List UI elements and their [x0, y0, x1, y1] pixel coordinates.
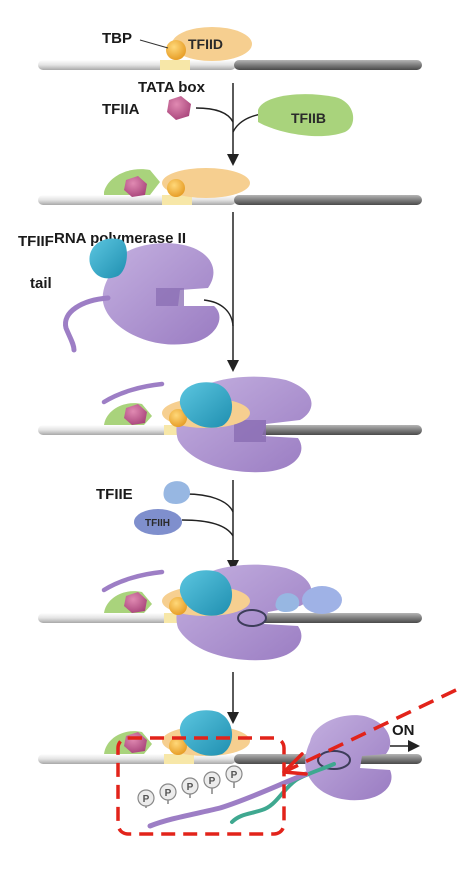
tfiie-shape — [163, 481, 191, 504]
phosphate-4: P — [203, 771, 221, 789]
highlight-arrowhead — [282, 752, 308, 776]
arrow-2 — [203, 212, 239, 372]
tbp-leader-line — [139, 39, 169, 49]
step-5-transcription-on — [38, 710, 422, 829]
arrow-3 — [181, 480, 239, 572]
tfiib-label: TFIIB — [291, 110, 326, 126]
tfiib-shape — [258, 94, 354, 137]
tfiie-label: TFIIE — [96, 486, 133, 503]
tbp-bound — [167, 179, 185, 197]
tfiia-bound — [124, 176, 147, 197]
tata-box-label: TATA box — [138, 79, 206, 96]
tfiid-label: TFIID — [188, 36, 223, 52]
tfiif-bound — [179, 382, 233, 428]
highlight-dashed-box — [116, 736, 286, 836]
rna-polymerase-ii-free — [102, 243, 220, 345]
dna-strand-1 — [38, 60, 422, 70]
step-4-complete-pic — [38, 564, 422, 661]
phosphorylated-tail — [147, 771, 309, 829]
tfiia-label: TFIIA — [102, 101, 140, 118]
phosphate-2: P — [159, 783, 177, 801]
svg-text:P: P — [143, 794, 150, 805]
pol-ctd-tail — [63, 295, 111, 353]
highlight-dashed-pointer — [287, 688, 457, 772]
tfiia-shape — [167, 96, 191, 120]
tata-box-region — [160, 60, 190, 70]
phosphate-5: P — [225, 765, 243, 783]
step-3-preinitiation — [38, 376, 422, 473]
svg-text:P: P — [165, 788, 172, 799]
tfiid-shape — [172, 27, 252, 61]
rna-polymerase-label: RNA polymerase II — [54, 230, 186, 247]
dna-bubble — [237, 609, 267, 627]
svg-text:P: P — [231, 770, 238, 781]
step-2-complex — [38, 168, 422, 205]
phosphate-groups: P P P P P — [137, 765, 243, 808]
tfiif-shape — [89, 238, 127, 279]
tfiih-label: TFIIH — [145, 518, 170, 529]
step-1-tfiid-binding: TBP TFIID TATA box — [38, 27, 422, 96]
tail-label: tail — [30, 275, 52, 292]
tfiih-shape — [134, 509, 182, 535]
svg-text:P: P — [209, 776, 216, 787]
tbp-label: TBP — [102, 30, 132, 47]
arrow-1 — [195, 83, 267, 166]
on-label: ON — [392, 722, 415, 739]
tbp-shape — [166, 40, 186, 60]
tfiif-label: TFIIF — [18, 233, 54, 250]
svg-text:P: P — [187, 782, 194, 793]
phosphate-1: P — [137, 789, 155, 807]
phosphate-3: P — [181, 777, 199, 795]
rna-transcript — [230, 762, 336, 824]
